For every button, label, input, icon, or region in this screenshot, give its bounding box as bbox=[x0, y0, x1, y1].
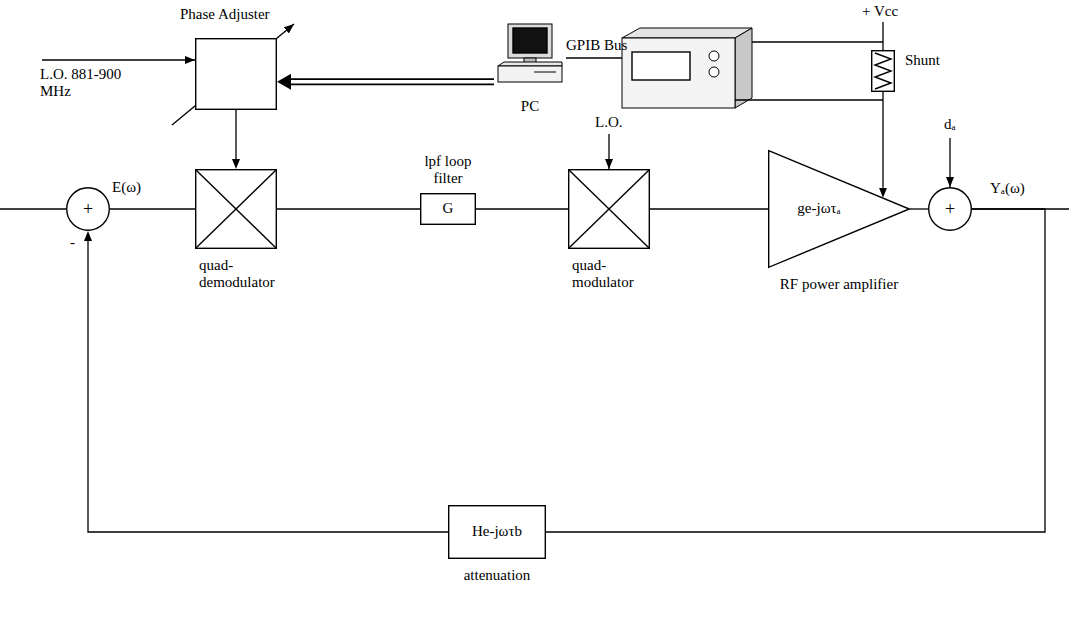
shape-outline bbox=[494, 22, 566, 90]
loop-filter-box: Glpf loop filter bbox=[420, 193, 476, 225]
lo-input-wire bbox=[42, 59, 195, 60]
shape-outline bbox=[195, 38, 277, 110]
signal-wire bbox=[476, 208, 568, 209]
meter-front bbox=[622, 38, 735, 108]
box-outline bbox=[421, 194, 476, 225]
disturbance-wire bbox=[949, 138, 950, 187]
circle-outline bbox=[67, 188, 110, 231]
quad-modulator-box: quad- modulator bbox=[568, 169, 650, 249]
lo-label: L.O. bbox=[595, 114, 623, 131]
resistor-zigzag bbox=[875, 53, 891, 89]
mixer-cross bbox=[196, 170, 277, 249]
lo-frequency-label: L.O. 881-900 MHz bbox=[40, 66, 140, 101]
meter-instrument bbox=[622, 28, 752, 108]
mixer-cross bbox=[196, 170, 277, 249]
bus-arrow bbox=[291, 78, 494, 85]
signal-label: dₐ bbox=[944, 116, 956, 133]
gpib-wire bbox=[566, 57, 622, 59]
signal-wire bbox=[546, 209, 1045, 532]
shape-outline bbox=[568, 169, 650, 249]
meter-terminal bbox=[709, 51, 719, 61]
signal-wire bbox=[277, 208, 420, 209]
sign-label: - bbox=[70, 234, 75, 251]
signal-wire bbox=[650, 208, 768, 209]
input-wire bbox=[0, 208, 66, 209]
signal-wire bbox=[910, 208, 928, 209]
feedback-attenuator-box: He-jωτbattenuation bbox=[448, 505, 546, 559]
summing-junction: + bbox=[66, 187, 110, 231]
signal-wire bbox=[882, 92, 883, 188]
box-outline bbox=[449, 506, 546, 559]
circle-outline bbox=[929, 188, 972, 231]
box-outline bbox=[196, 39, 277, 110]
sense-wire bbox=[752, 41, 883, 42]
mixer-cross bbox=[569, 170, 650, 249]
meter-side bbox=[735, 28, 752, 108]
pc-icon: PC bbox=[494, 22, 566, 90]
node-text: + bbox=[83, 199, 93, 220]
node-text: ge-jωτₐ bbox=[797, 200, 840, 217]
drive-slot bbox=[534, 72, 556, 73]
node-caption: quad- modulator bbox=[572, 257, 662, 292]
signal-label: Yₐ(ω) bbox=[990, 180, 1025, 197]
node-caption: PC bbox=[521, 98, 539, 115]
power-amplifier-triangle: ge-jωτₐRF power amplifier bbox=[768, 150, 910, 268]
quad-demodulator-box: quad- demodulator bbox=[195, 169, 277, 249]
node-text: G bbox=[443, 200, 454, 217]
box-outline bbox=[569, 170, 650, 249]
node-text: He-jωτb bbox=[472, 523, 522, 540]
node-caption: Shunt bbox=[905, 52, 940, 69]
node-caption: attenuation bbox=[464, 567, 531, 584]
mixer-cross bbox=[569, 170, 650, 249]
phase-adjuster-box: Phase Adjuster bbox=[195, 38, 277, 110]
monitor-screen bbox=[513, 28, 547, 53]
meter-top bbox=[622, 28, 752, 38]
lo-wire bbox=[608, 134, 609, 169]
signal-wire bbox=[235, 110, 236, 159]
vcc-wire bbox=[882, 22, 883, 50]
variable-arrow bbox=[172, 24, 294, 125]
triangle-outline bbox=[769, 151, 910, 268]
node-caption: quad- demodulator bbox=[199, 257, 289, 292]
shunt-resistor: Shunt bbox=[871, 50, 895, 92]
signal-label: E(ω) bbox=[112, 179, 141, 196]
supply-label: + Vcc bbox=[862, 3, 898, 20]
node-text: + bbox=[945, 199, 955, 220]
bus-label: GPIB Bus bbox=[566, 37, 627, 54]
meter-display bbox=[632, 52, 690, 80]
node-caption: lpf loop filter bbox=[416, 153, 480, 188]
double-line-core bbox=[291, 80, 494, 83]
computer-case bbox=[498, 66, 562, 82]
node-caption: Phase Adjuster bbox=[180, 6, 270, 23]
signal-wire bbox=[110, 208, 195, 209]
box-outline bbox=[196, 170, 277, 249]
signal-wire bbox=[88, 241, 448, 532]
monitor-bezel bbox=[508, 24, 552, 58]
shape-outline bbox=[195, 169, 277, 249]
shape-outline bbox=[871, 50, 895, 92]
node-caption: RF power amplifier bbox=[780, 276, 898, 293]
sense-wire bbox=[735, 99, 883, 100]
case-top bbox=[498, 62, 562, 66]
summing-junction: + bbox=[928, 187, 972, 231]
shunt-outline bbox=[872, 51, 895, 92]
meter-terminal bbox=[709, 67, 719, 77]
